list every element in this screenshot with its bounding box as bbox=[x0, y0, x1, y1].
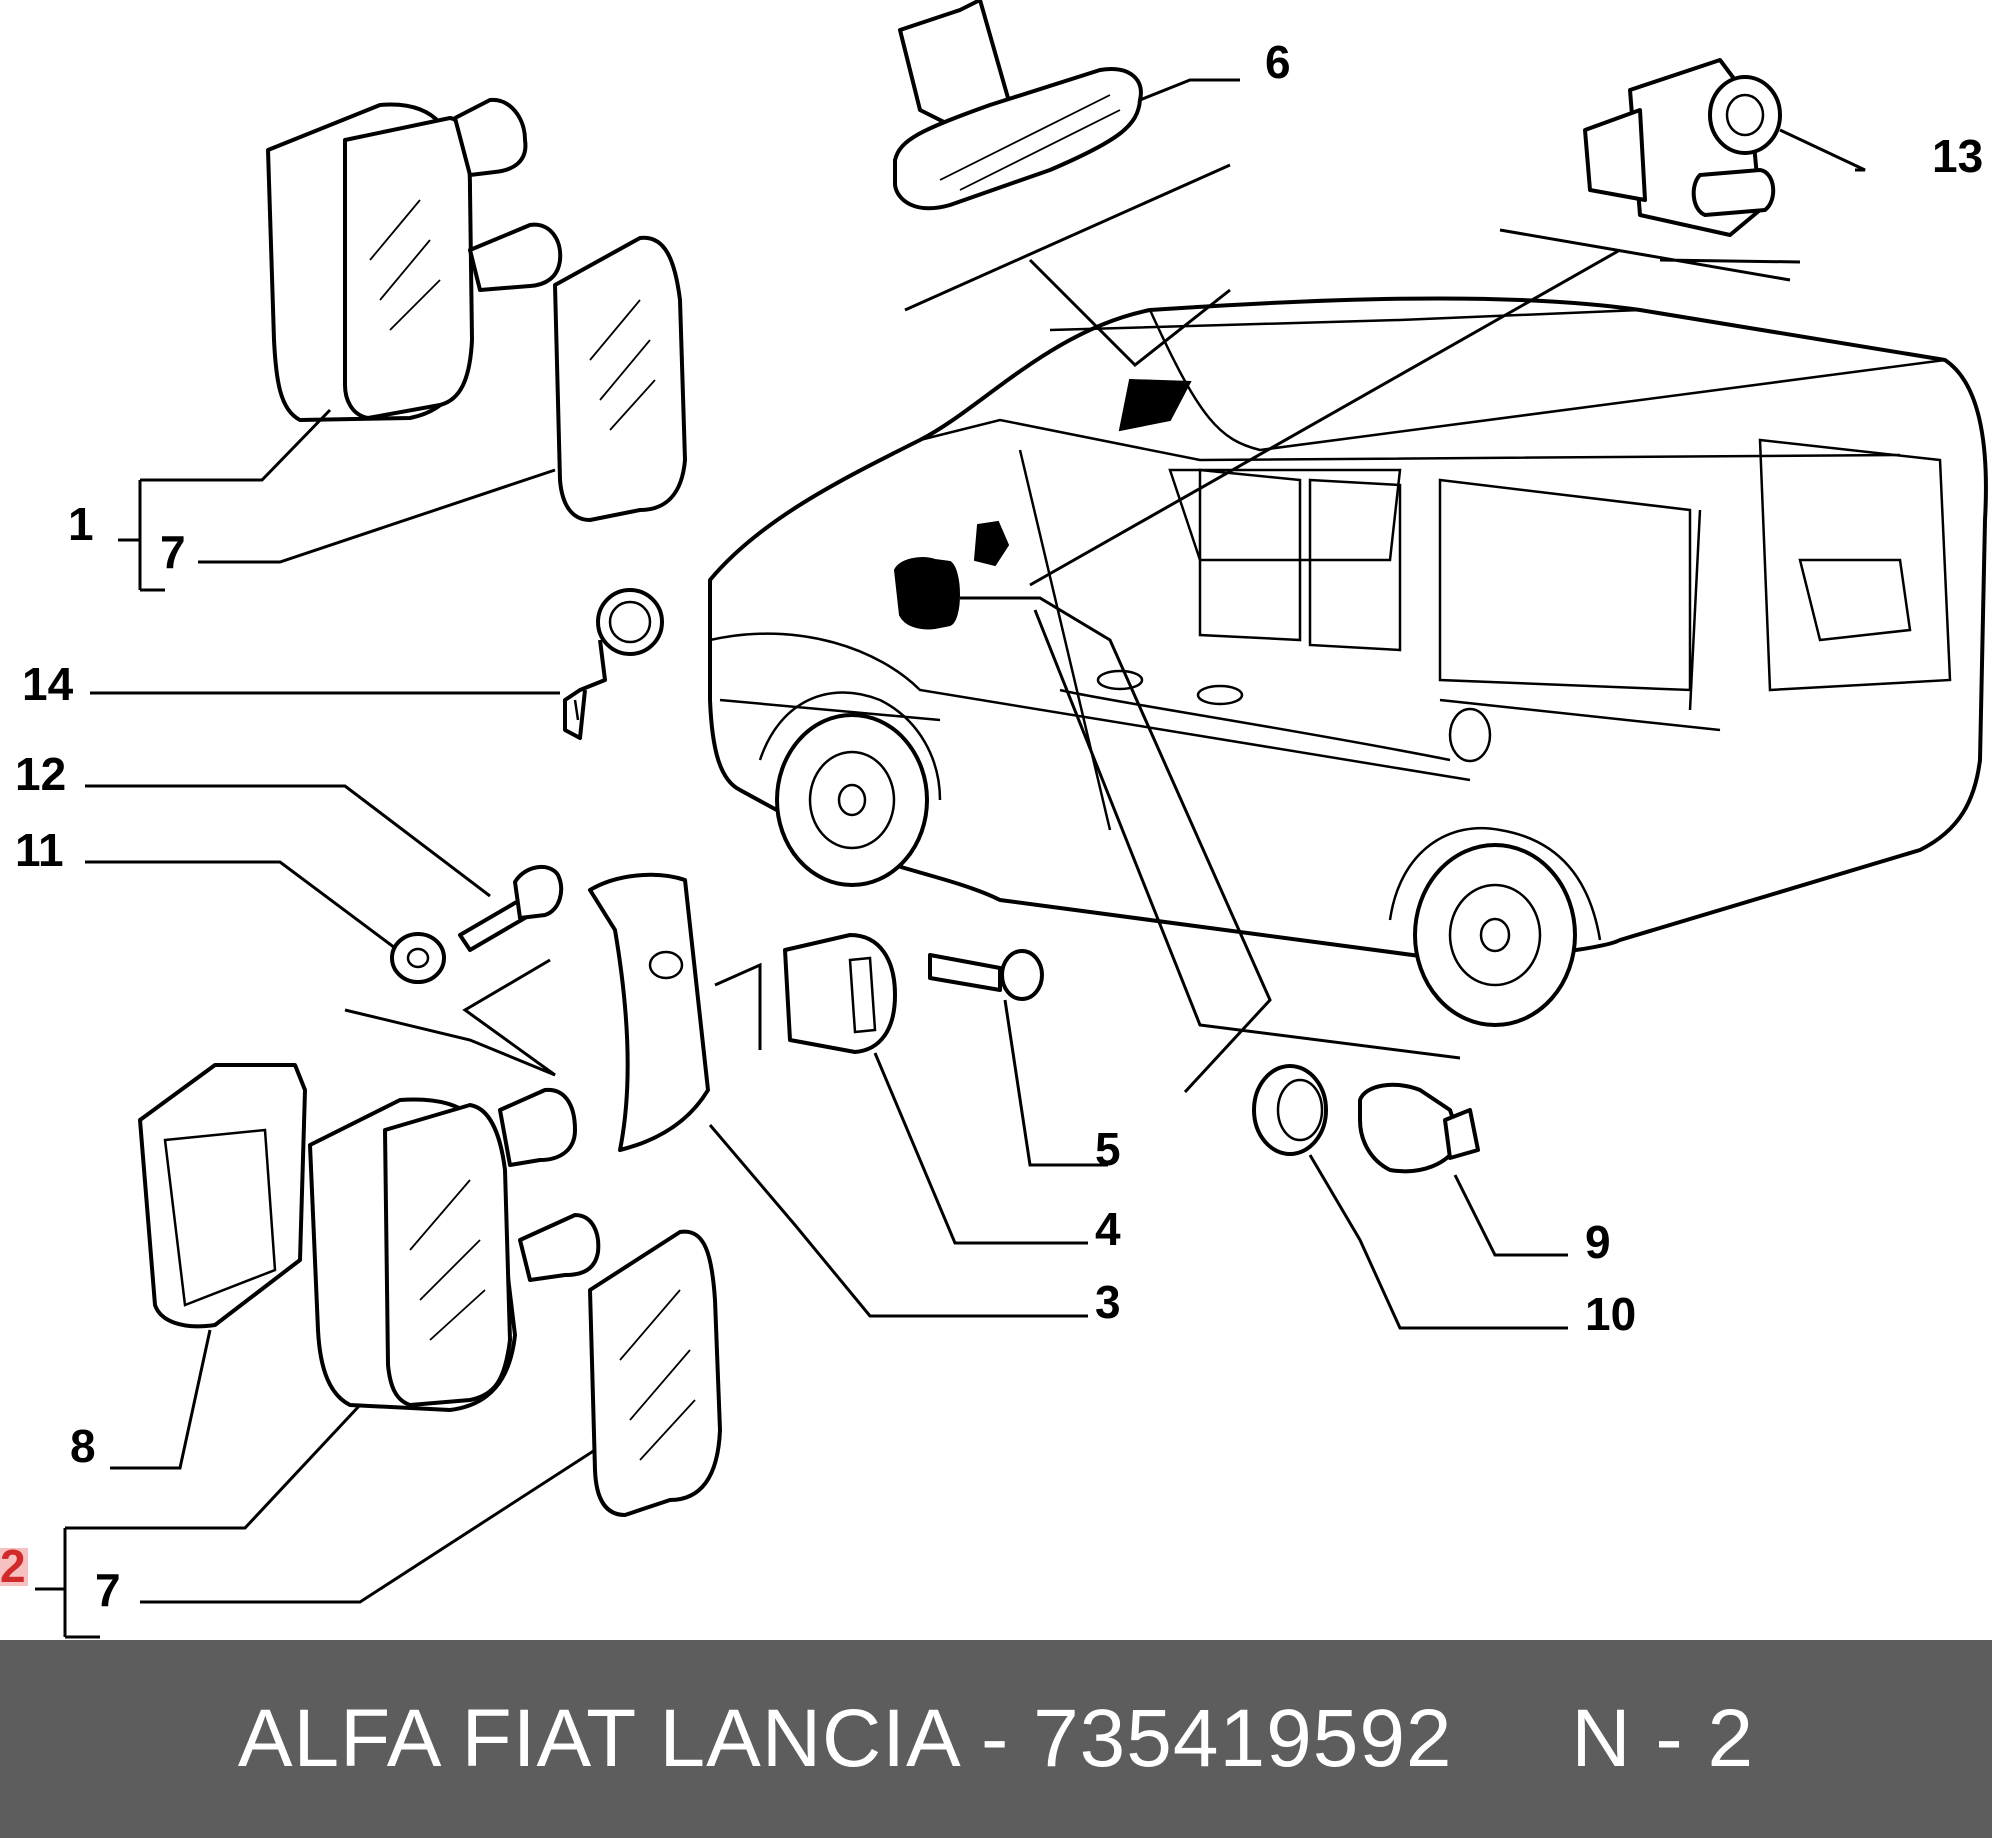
callout-8: 8 bbox=[70, 1420, 96, 1472]
callout-7-top: 7 bbox=[160, 526, 186, 578]
grommet-10 bbox=[1252, 1064, 1328, 1156]
callout-2-highlight bbox=[0, 1548, 28, 1586]
part-number-banner: ALFA FIAT LANCIA - 735419592 N - 2 bbox=[0, 1640, 1992, 1838]
part-number-text: ALFA FIAT LANCIA - 735419592 N - 2 bbox=[237, 1693, 1755, 1784]
callout-2: 2 bbox=[0, 1540, 26, 1592]
parts-diagram: 1 7 14 12 11 6 13 5 4 3 9 10 8 2 7 bbox=[0, 0, 1988, 1639]
callout-5: 5 bbox=[1095, 1123, 1121, 1175]
mirror-assembly-2 bbox=[308, 1087, 601, 1412]
mirror-assembly-1 bbox=[266, 97, 563, 422]
nut-11 bbox=[390, 932, 446, 984]
callout-6: 6 bbox=[1265, 36, 1291, 88]
cover-3 bbox=[588, 872, 710, 1152]
clip-4 bbox=[783, 933, 897, 1054]
bracket-14 bbox=[563, 588, 664, 740]
callout-1: 1 bbox=[68, 498, 94, 550]
callout-10: 10 bbox=[1585, 1288, 1636, 1340]
callout-13: 13 bbox=[1932, 130, 1983, 182]
mirror-glass-7a bbox=[553, 235, 687, 522]
screw-5 bbox=[928, 949, 1044, 1001]
callout-3: 3 bbox=[1095, 1276, 1121, 1328]
mirror-switch-13 bbox=[1583, 58, 1782, 237]
interior-mirror-6 bbox=[893, 0, 1143, 211]
callout-12: 12 bbox=[15, 748, 66, 800]
callout-7-bottom: 7 bbox=[95, 1564, 121, 1616]
bolt-12 bbox=[458, 865, 564, 952]
callout-14: 14 bbox=[22, 658, 74, 710]
callout-numbers: 1 7 14 12 11 6 13 5 4 3 9 10 8 2 7 bbox=[0, 36, 1983, 1616]
mirror-frame-8 bbox=[138, 1063, 307, 1329]
van-illustration bbox=[708, 296, 1988, 1027]
mirror-glass-7b bbox=[588, 1229, 722, 1517]
connector-9 bbox=[1358, 1082, 1480, 1174]
leader-lines bbox=[35, 78, 1866, 1639]
callout-4: 4 bbox=[1095, 1203, 1121, 1255]
callout-9: 9 bbox=[1585, 1216, 1611, 1268]
callout-11: 11 bbox=[15, 824, 64, 876]
